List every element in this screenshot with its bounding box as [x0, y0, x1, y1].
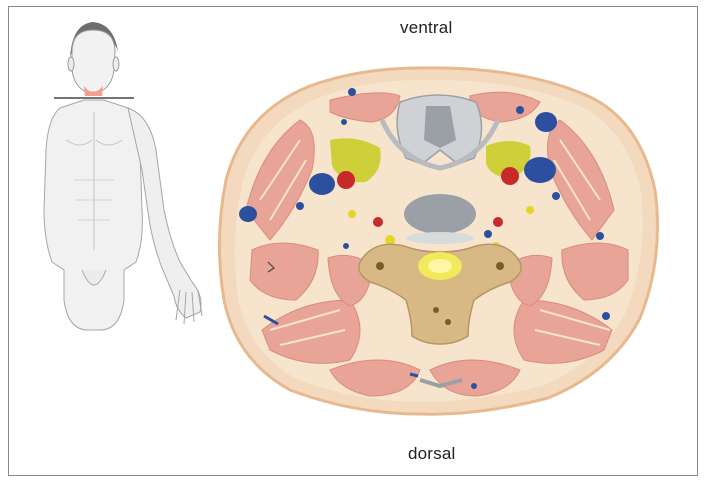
- small-vein-5: [552, 192, 560, 200]
- small-vein-2: [516, 106, 524, 114]
- small-vein-1: [296, 202, 304, 210]
- small-vein-9: [602, 312, 610, 320]
- carotid-artery-right: [501, 167, 519, 185]
- intervertebral-disc: [406, 232, 474, 244]
- small-vein-10: [471, 383, 477, 389]
- small-vein-8: [343, 243, 349, 249]
- vertebral-artery-left: [373, 217, 383, 227]
- ventral-label: ventral: [400, 18, 452, 38]
- small-vein-7: [484, 230, 492, 238]
- carotid-artery-left: [337, 171, 355, 189]
- vertebral-body: [404, 194, 476, 234]
- vein-left-lateral: [239, 206, 257, 222]
- jugular-vein-left: [309, 173, 335, 195]
- vertebral-artery-right: [493, 217, 503, 227]
- small-vein-4: [341, 119, 347, 125]
- dorsal-label: dorsal: [408, 444, 456, 464]
- small-vein-3: [348, 88, 356, 96]
- jugular-vein-right: [524, 157, 556, 183]
- vein-right-upper: [535, 112, 557, 132]
- small-vein-6: [596, 232, 604, 240]
